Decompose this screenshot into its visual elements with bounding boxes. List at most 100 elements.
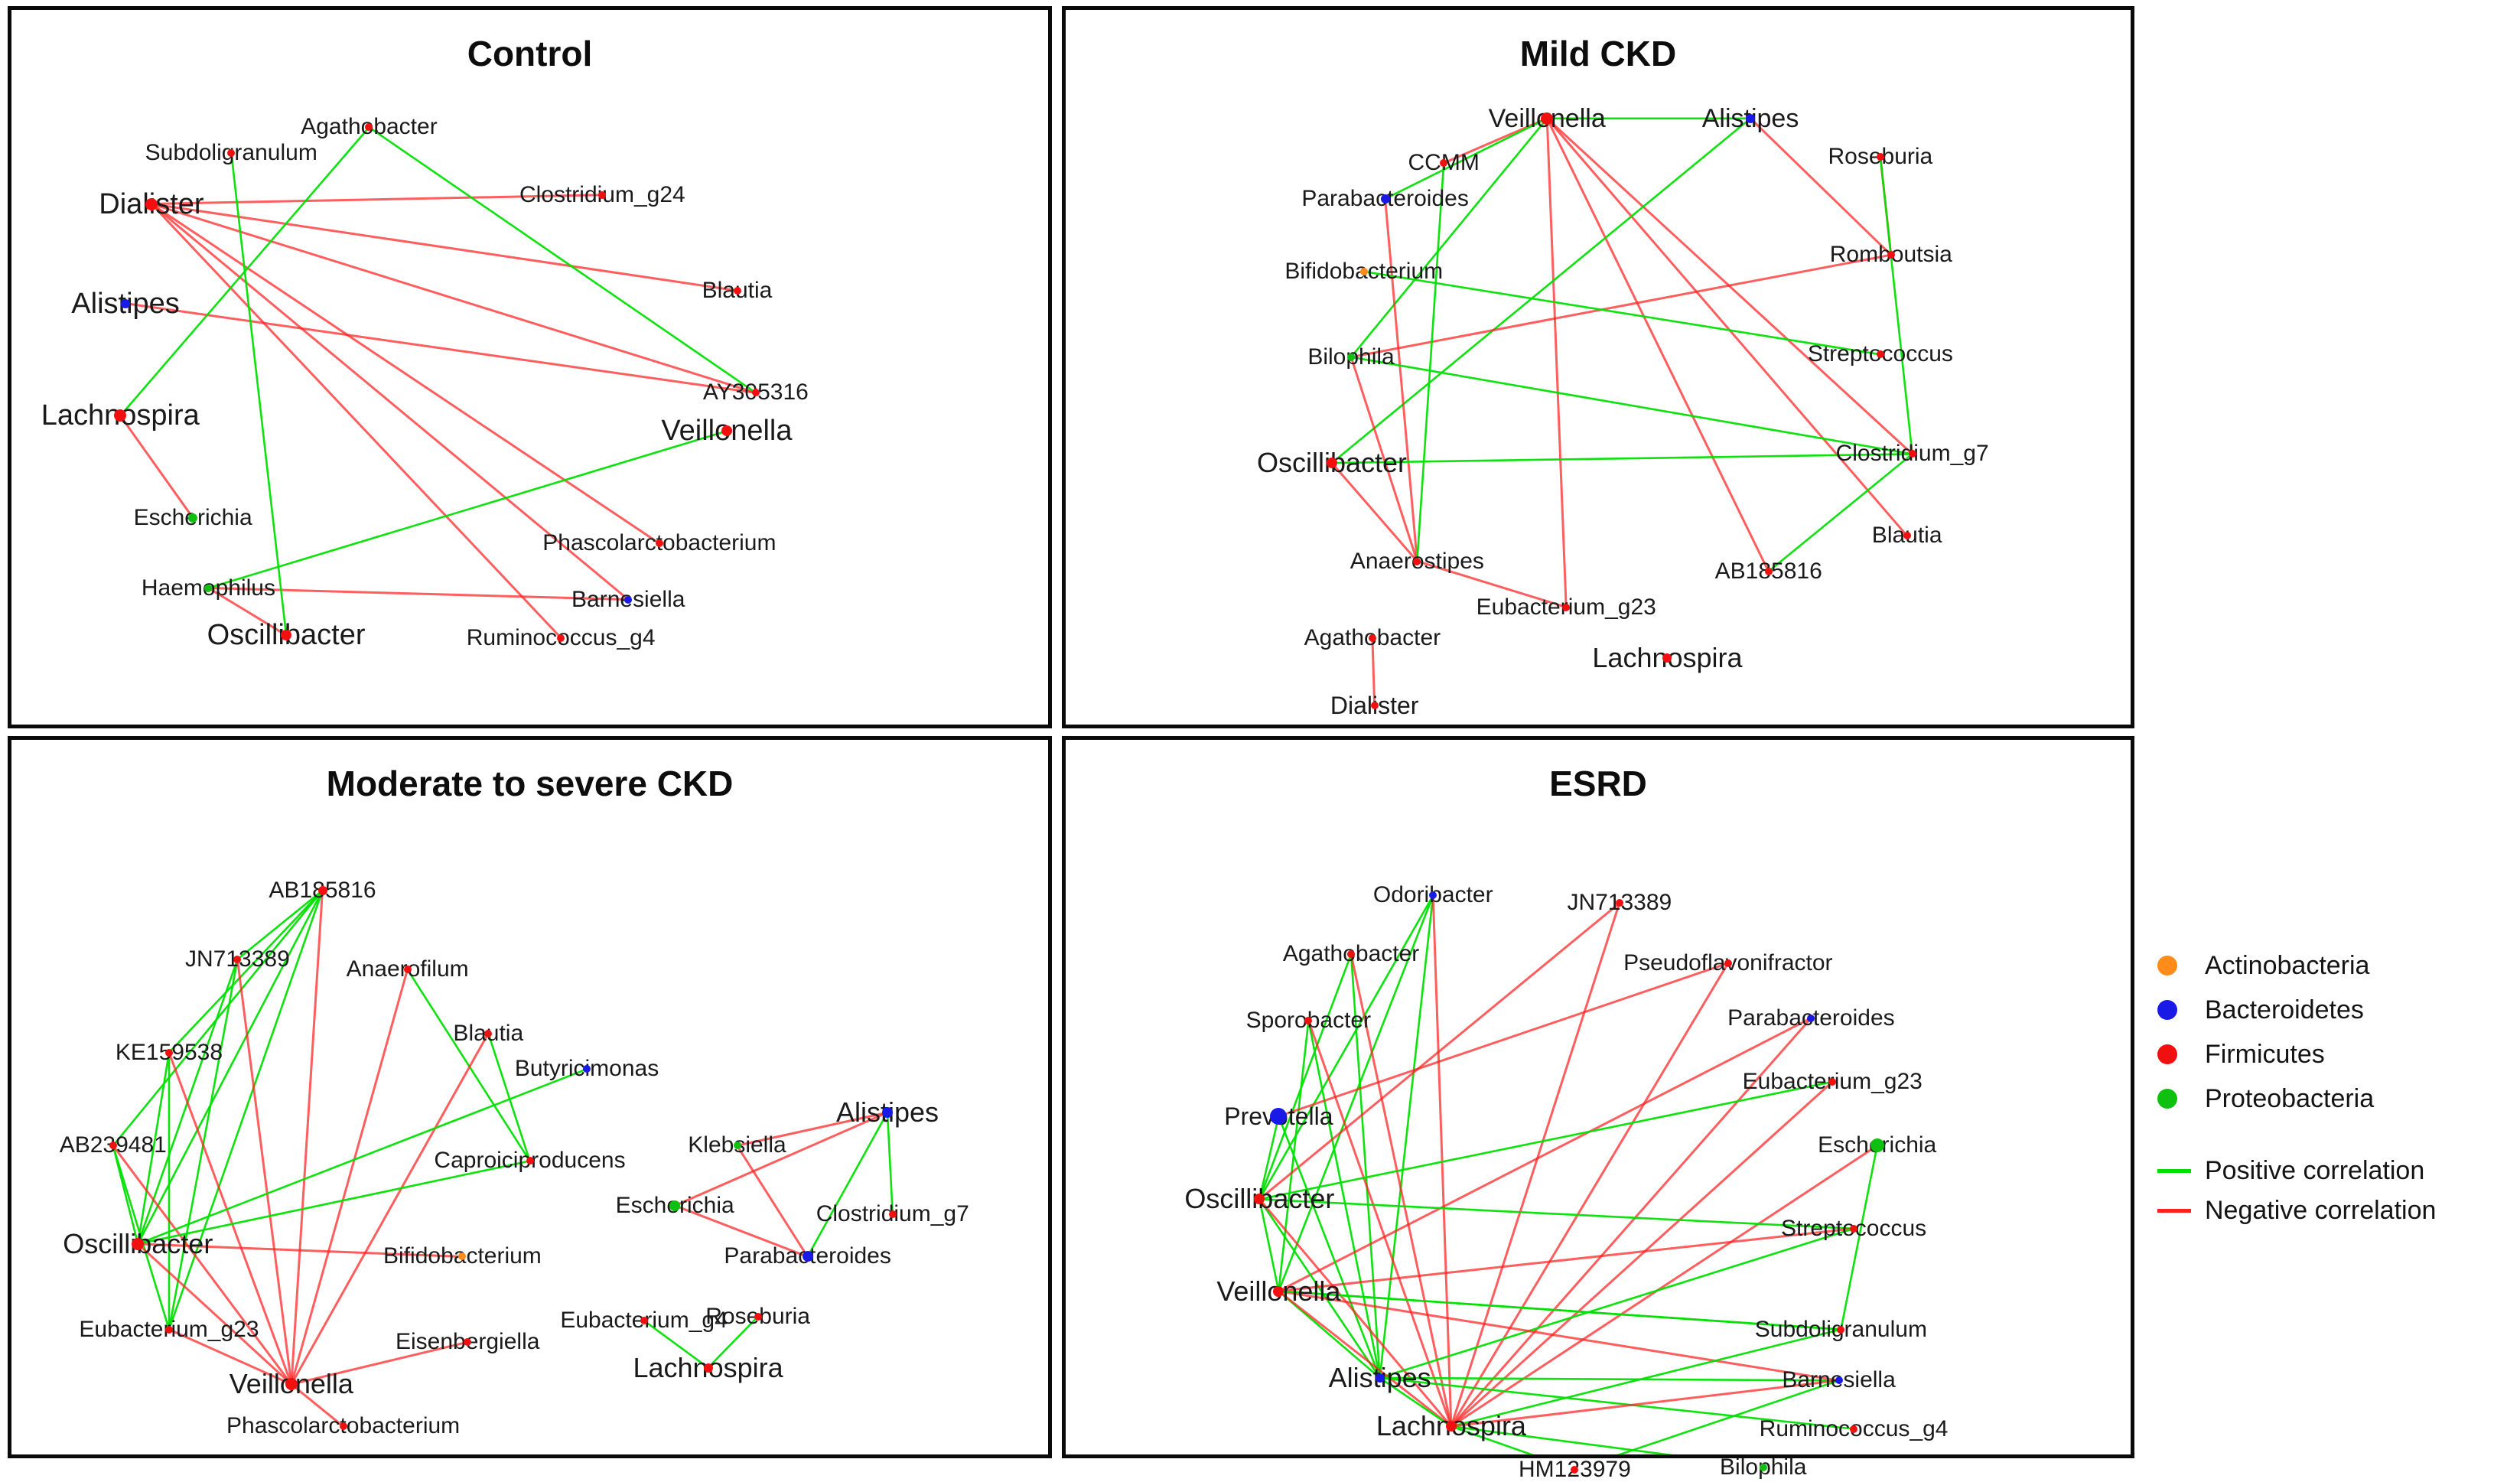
node-dot[interactable]: [132, 1237, 145, 1250]
node-dot[interactable]: [1571, 1466, 1579, 1474]
edge-negative: [150, 203, 562, 639]
node-dot[interactable]: [227, 148, 236, 157]
node-dot[interactable]: [365, 123, 373, 132]
edge-positive: [1258, 1199, 1280, 1291]
node-dot[interactable]: [114, 409, 127, 422]
edge-negative: [151, 203, 757, 394]
node-dot[interactable]: [1254, 1194, 1265, 1205]
node-dot[interactable]: [458, 1252, 467, 1261]
node-dot[interactable]: [1870, 1138, 1884, 1153]
node-dot[interactable]: [164, 1325, 173, 1334]
node-dot[interactable]: [1413, 557, 1421, 565]
node-dot[interactable]: [1887, 251, 1895, 259]
network-mild-ckd: VeillonellaAlistipesCCMMRoseburiaParabac…: [1066, 10, 2131, 725]
node-dot[interactable]: [888, 1210, 897, 1219]
edge-negative: [1278, 1290, 1839, 1382]
node-dot[interactable]: [640, 1316, 648, 1324]
node-dot[interactable]: [1429, 891, 1437, 900]
node-dot[interactable]: [484, 1029, 493, 1037]
node-dot[interactable]: [1807, 1014, 1815, 1022]
node-dot[interactable]: [1270, 1108, 1288, 1125]
edge-positive: [1840, 1145, 1878, 1330]
edge-positive: [1450, 1425, 1674, 1454]
node-dot[interactable]: [583, 1065, 591, 1073]
edge-positive: [1385, 117, 1548, 200]
node-dot[interactable]: [1828, 1077, 1837, 1086]
node-dot[interactable]: [751, 389, 760, 397]
node-dot[interactable]: [1368, 634, 1376, 642]
node-dot[interactable]: [1440, 159, 1448, 168]
edge-negative: [736, 1145, 809, 1258]
node-dot[interactable]: [1837, 1325, 1845, 1334]
node-dot[interactable]: [317, 885, 327, 895]
panel-title-esrd: ESRD: [1549, 764, 1647, 803]
node-dot[interactable]: [1347, 353, 1356, 361]
node-dot[interactable]: [1615, 899, 1623, 907]
node-dot[interactable]: [557, 634, 565, 642]
node-dot[interactable]: [403, 966, 412, 974]
node-dot[interactable]: [624, 595, 633, 604]
node-dot[interactable]: [1347, 950, 1356, 959]
node-dot[interactable]: [655, 539, 663, 548]
panel-title-control: Control: [467, 34, 593, 73]
panel-title-mild-ckd: Mild CKD: [1519, 34, 1677, 73]
node-dot[interactable]: [121, 298, 131, 308]
node-dot[interactable]: [721, 425, 732, 437]
edge-negative: [1416, 560, 1567, 609]
node-dot[interactable]: [1759, 1463, 1767, 1471]
node-dot[interactable]: [1746, 113, 1756, 123]
node-dot[interactable]: [188, 513, 198, 523]
edge-positive: [1278, 1116, 1381, 1379]
node-dot[interactable]: [881, 1107, 893, 1118]
node-dot[interactable]: [669, 1200, 681, 1211]
node-dot[interactable]: [1327, 458, 1337, 469]
node-dot[interactable]: [1876, 350, 1884, 359]
legend-phylum-row: Proteobacteria: [2157, 1082, 2374, 1116]
node-dot[interactable]: [1541, 112, 1554, 125]
node-dot[interactable]: [1850, 1224, 1858, 1233]
node-dot[interactable]: [339, 1422, 347, 1431]
edge-positive: [1307, 1020, 1381, 1379]
node-dot[interactable]: [164, 1048, 173, 1057]
node-dot[interactable]: [1850, 1425, 1858, 1433]
node-dot[interactable]: [1662, 653, 1672, 663]
node-dot[interactable]: [1375, 1373, 1385, 1383]
node-dot[interactable]: [464, 1338, 472, 1347]
node-dot[interactable]: [1835, 1376, 1843, 1385]
node-dot[interactable]: [109, 1142, 117, 1150]
edge-negative: [1278, 1290, 1452, 1428]
node-dot[interactable]: [733, 286, 741, 295]
node-dot[interactable]: [1273, 1285, 1284, 1297]
edge-positive: [119, 126, 370, 417]
node-dot[interactable]: [802, 1251, 813, 1262]
node-dot[interactable]: [703, 1363, 713, 1373]
edge-negative: [208, 587, 629, 601]
node-dot[interactable]: [1445, 1421, 1457, 1432]
node-dot[interactable]: [1370, 701, 1379, 709]
edge-negative: [150, 203, 630, 601]
node-dot[interactable]: [1764, 567, 1773, 575]
panel-title-moderate-to-severe-ckd: Moderate to severe CKD: [326, 764, 734, 803]
node-dot[interactable]: [1876, 152, 1884, 161]
node-dot[interactable]: [204, 584, 213, 592]
edge-positive: [138, 1160, 530, 1246]
node-dot[interactable]: [285, 1378, 298, 1391]
node-dot[interactable]: [754, 1312, 762, 1321]
edge-positive: [236, 889, 324, 960]
node-dot[interactable]: [1908, 450, 1916, 458]
node-dot[interactable]: [145, 197, 158, 210]
node-dot[interactable]: [233, 955, 242, 963]
node-dot[interactable]: [1304, 1016, 1313, 1024]
node-dot[interactable]: [281, 630, 292, 641]
node-dot[interactable]: [1903, 532, 1911, 540]
edge-positive: [1363, 270, 1881, 356]
node-dot[interactable]: [598, 191, 607, 199]
node-dot[interactable]: [1562, 603, 1571, 611]
node-dot[interactable]: [1724, 959, 1732, 967]
edge-positive: [1450, 1425, 1535, 1454]
edge-negative: [1545, 118, 1770, 572]
node-dot[interactable]: [1380, 194, 1390, 204]
node-dot[interactable]: [1359, 267, 1368, 275]
node-dot[interactable]: [733, 1142, 741, 1150]
node-dot[interactable]: [526, 1157, 534, 1165]
